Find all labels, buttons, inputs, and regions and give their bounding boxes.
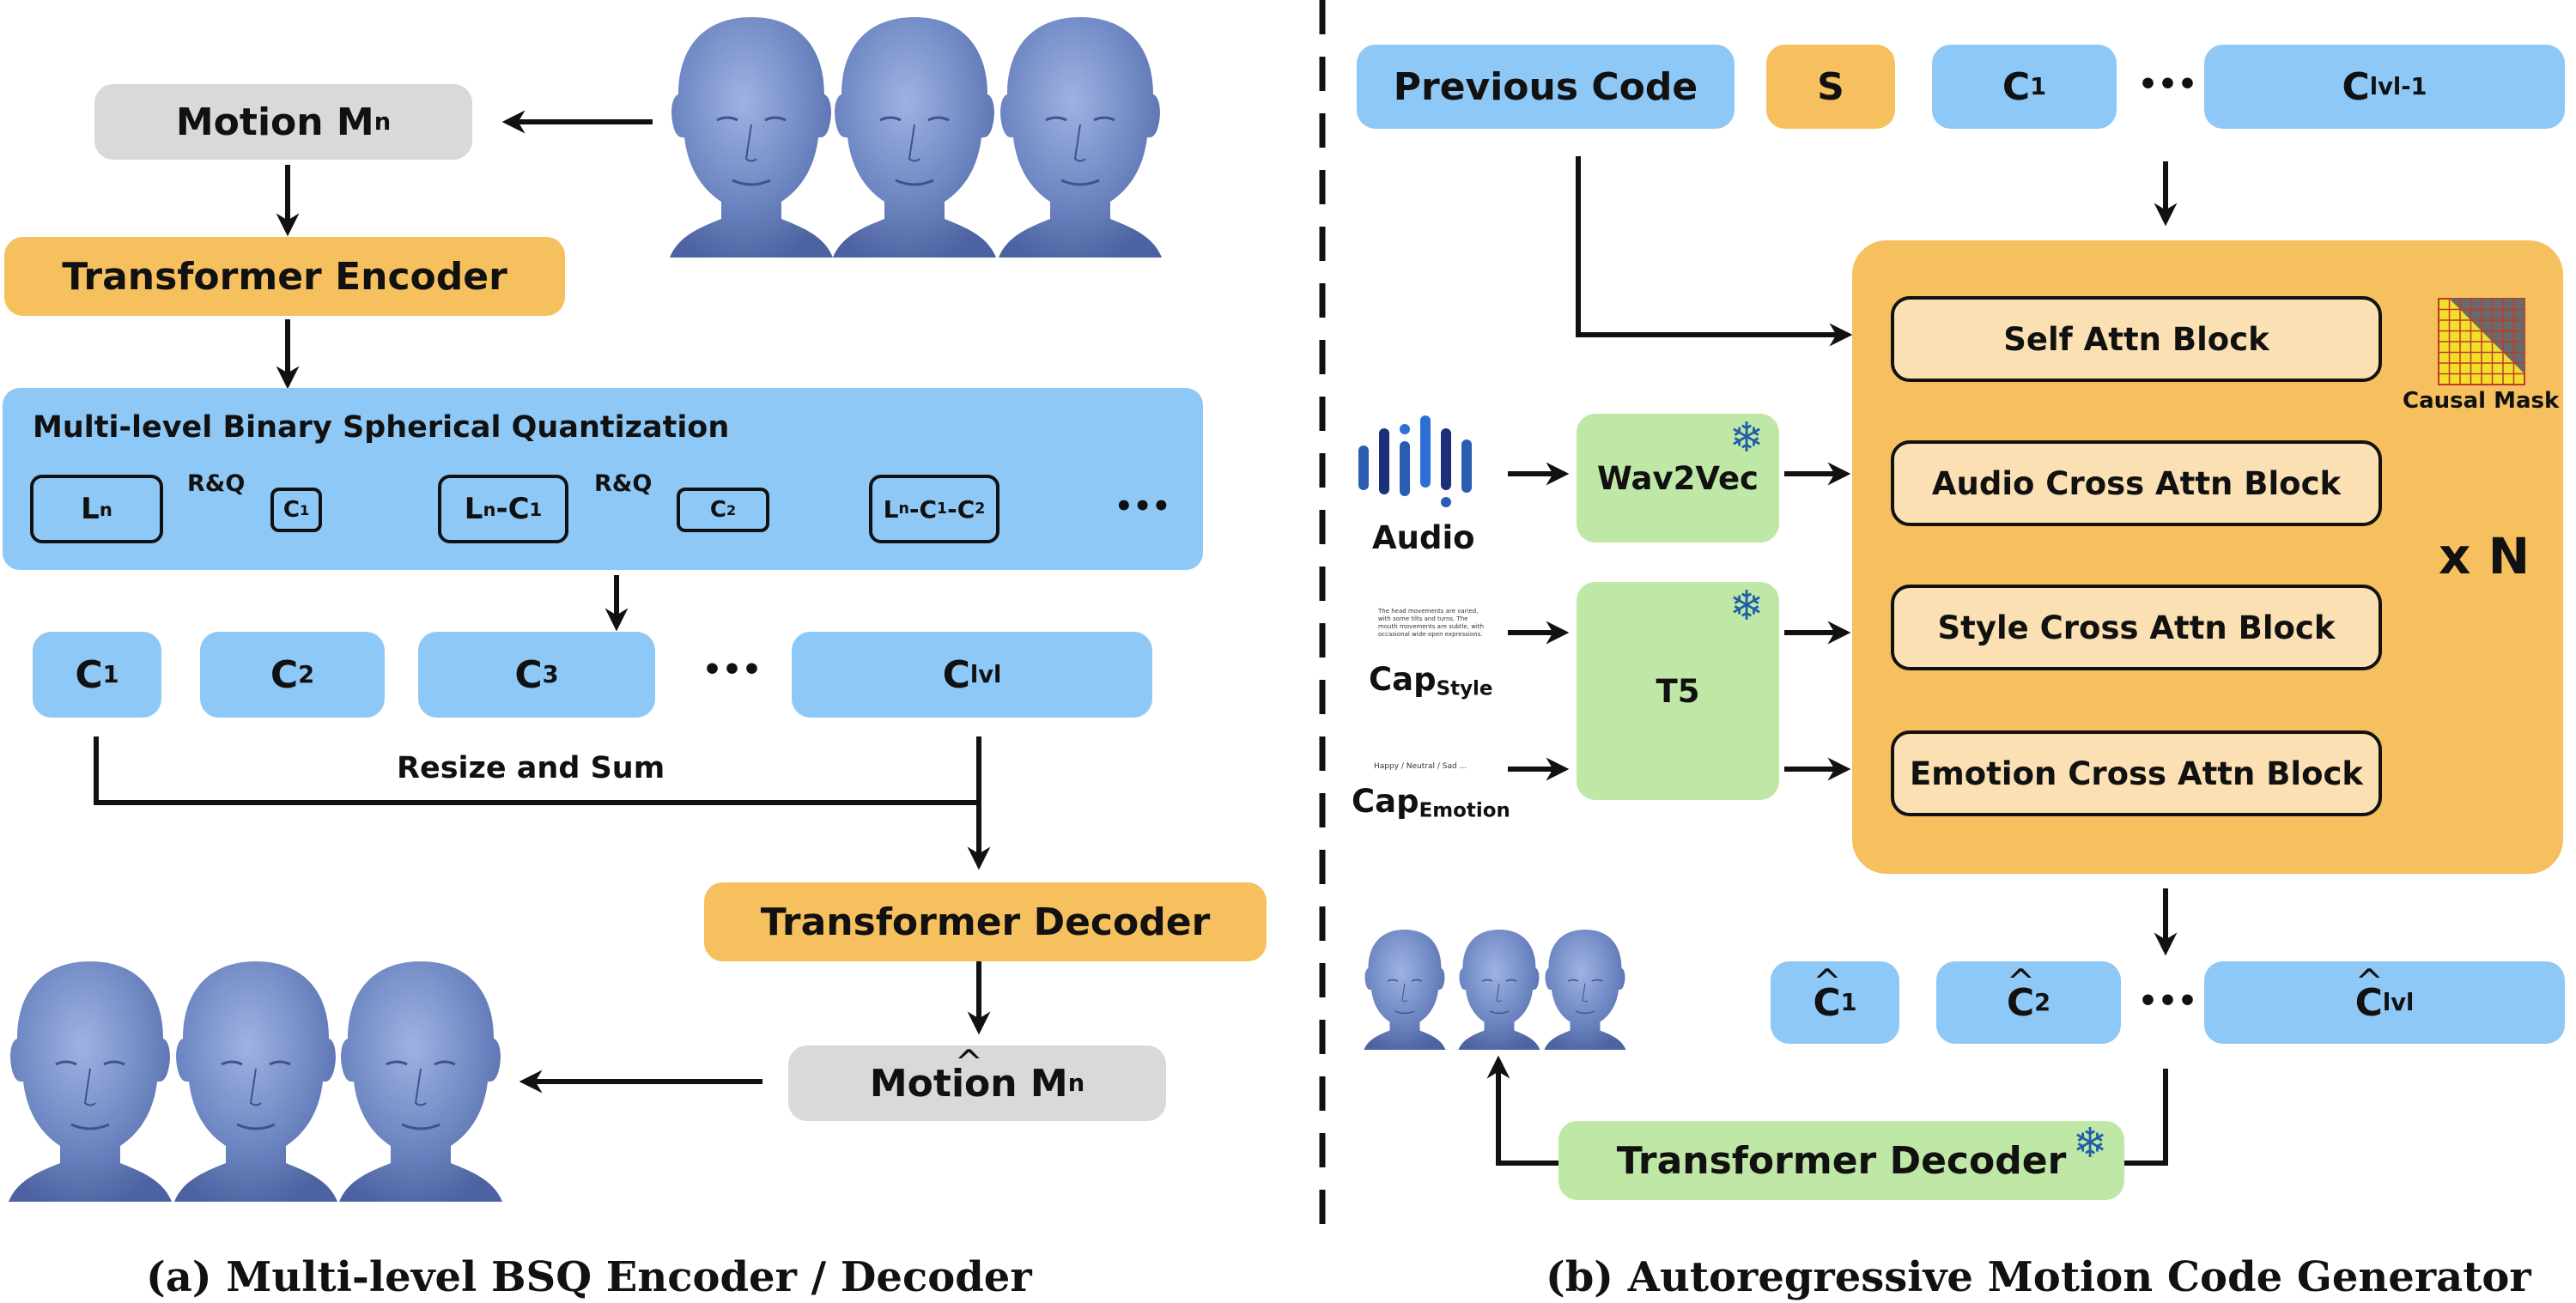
flow-ellipsis: ••• (1115, 489, 1171, 524)
transformer-encoder-box: Transformer Encoder (4, 237, 565, 316)
cap-style-label: CapStyle (1369, 661, 1493, 700)
motion-input-label: Motion M (175, 100, 374, 144)
rq-label-1: R&Q (187, 470, 246, 497)
frozen-snowflake-icon: ❄ (2073, 1119, 2108, 1167)
transformer-encoder-label: Transformer Encoder (62, 254, 507, 299)
emotion-cross-attn-block: Emotion Cross Attn Block (1891, 730, 2382, 816)
t5-box: T5 (1577, 582, 1779, 800)
motion-output-box: Motion Mn (788, 1043, 1166, 1121)
bsq-title: Multi-level Binary Spherical Quantizatio… (33, 410, 730, 445)
emotion-caption-text: Happy / Neutral / Sad ... (1374, 762, 1467, 771)
output-c1-box: C1 (1771, 961, 1899, 1044)
output-c2-box: C2 (1936, 961, 2121, 1044)
rq-label-2: R&Q (594, 470, 653, 497)
wav2vec-box: Wav2Vec (1577, 414, 1779, 542)
bsq-module (3, 388, 1203, 570)
previous-code-box: Previous Code (1357, 45, 1735, 129)
top-ellipsis: ••• (2138, 67, 2198, 102)
caption-left: (a) Multi-level BSQ Encoder / Decoder (146, 1253, 1032, 1301)
self-attn-block: Self Attn Block (1891, 296, 2382, 382)
audio-label: Audio (1372, 519, 1475, 556)
cap-emotion-label: CapEmotion (1352, 783, 1510, 822)
repeat-label: x N (2439, 527, 2530, 585)
caption-right: (b) Autoregressive Motion Code Generator (1546, 1253, 2531, 1301)
audio-cross-attn-block: Audio Cross Attn Block (1891, 440, 2382, 526)
start-token-box: S (1766, 45, 1895, 129)
motion-input-sub: n (374, 108, 392, 136)
left-transformer-decoder-box: Transformer Decoder (704, 882, 1267, 961)
frozen-snowflake-icon: ❄ (1729, 414, 1765, 462)
right-transformer-decoder-box: Transformer Decoder (1558, 1121, 2124, 1200)
code-ellipsis: ••• (702, 652, 762, 688)
frozen-snowflake-icon: ❄ (1729, 582, 1765, 630)
resize-sum-label: Resize and Sum (397, 751, 665, 785)
output-ellipsis: ••• (2138, 984, 2198, 1019)
style-cross-attn-block: Style Cross Attn Block (1891, 585, 2382, 670)
style-caption-text: The head movements are varied, with some… (1378, 608, 1485, 638)
motion-output-label: Motion M (870, 1043, 1068, 1106)
causal-mask-label: Causal Mask (2403, 388, 2560, 414)
